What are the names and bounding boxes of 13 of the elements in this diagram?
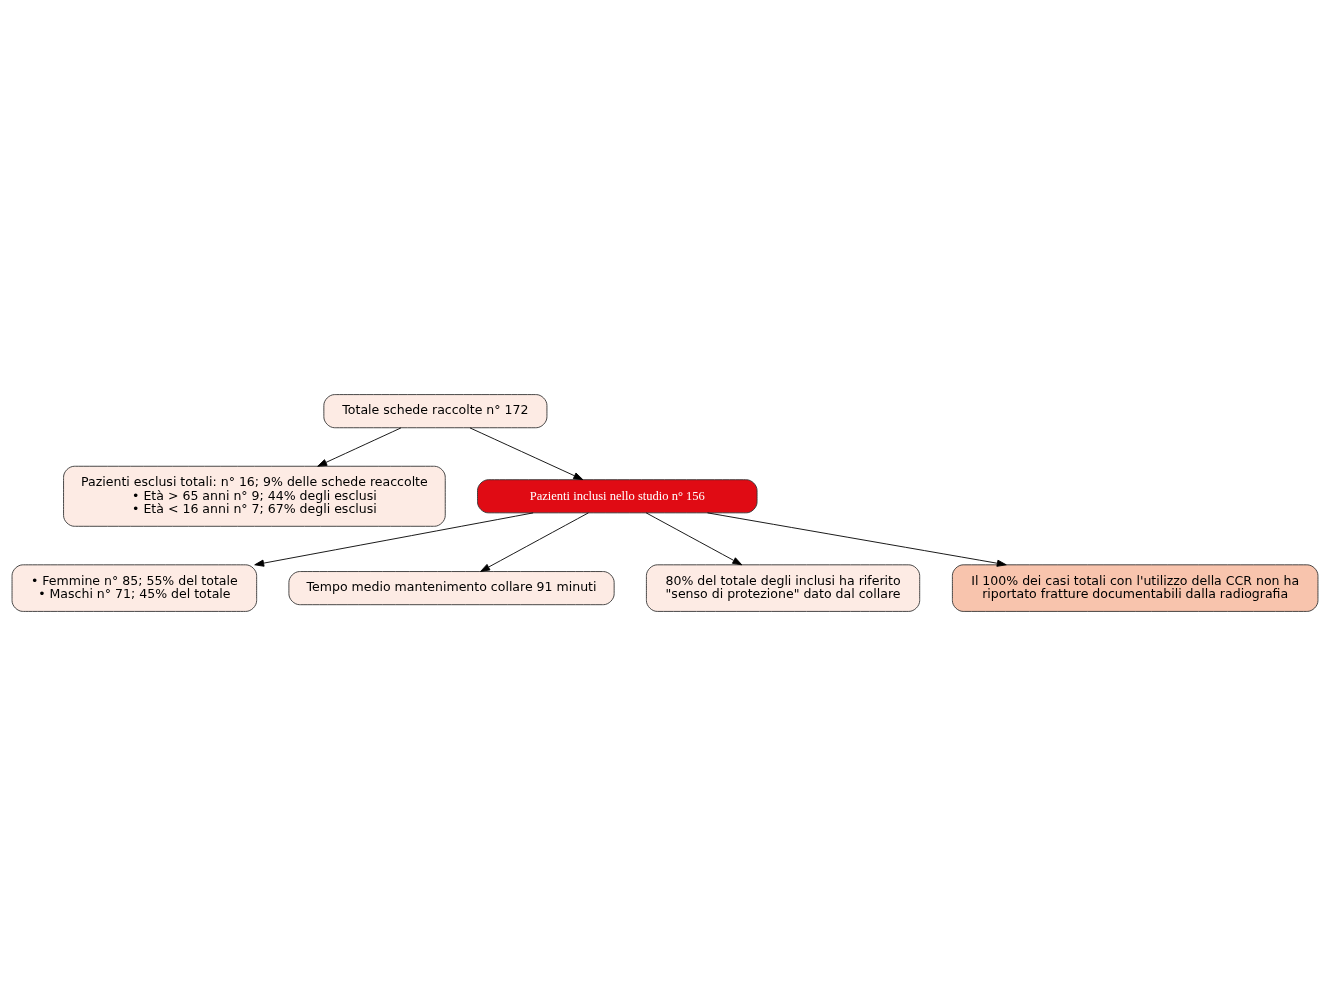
node-box: Pazienti esclusi totali: n° 16; 9% delle schede reaccolte • Età > 65 anni n° 9; 44% degli esclusi • Età < 16 anni n° 7; 67% degli esclusi [63, 465, 446, 527]
arrow [645, 512, 743, 566]
node-box: • Femmine n° 85; 55% del totale • Maschi n° 71; 45% del totale [11, 564, 258, 612]
arrow [469, 427, 584, 480]
node-box: Pazienti inclusi nello studio n° 156 [477, 479, 758, 514]
arrow [480, 512, 589, 572]
node-box: Totale schede raccolte n° 172 [323, 394, 548, 429]
node-box: Tempo medio mantenimento collare 91 minuti [288, 571, 615, 606]
arrow [707, 512, 1007, 567]
arrow [254, 512, 534, 567]
node-box: 80% del totale degli inclusi ha riferito "senso di protezione" dato dal collare [645, 564, 921, 612]
arrow [317, 427, 402, 467]
node-box: Il 100% dei casi totali con l'utilizzo della CCR non ha riportato fratture documentabili dalla radiografia [951, 564, 1319, 612]
